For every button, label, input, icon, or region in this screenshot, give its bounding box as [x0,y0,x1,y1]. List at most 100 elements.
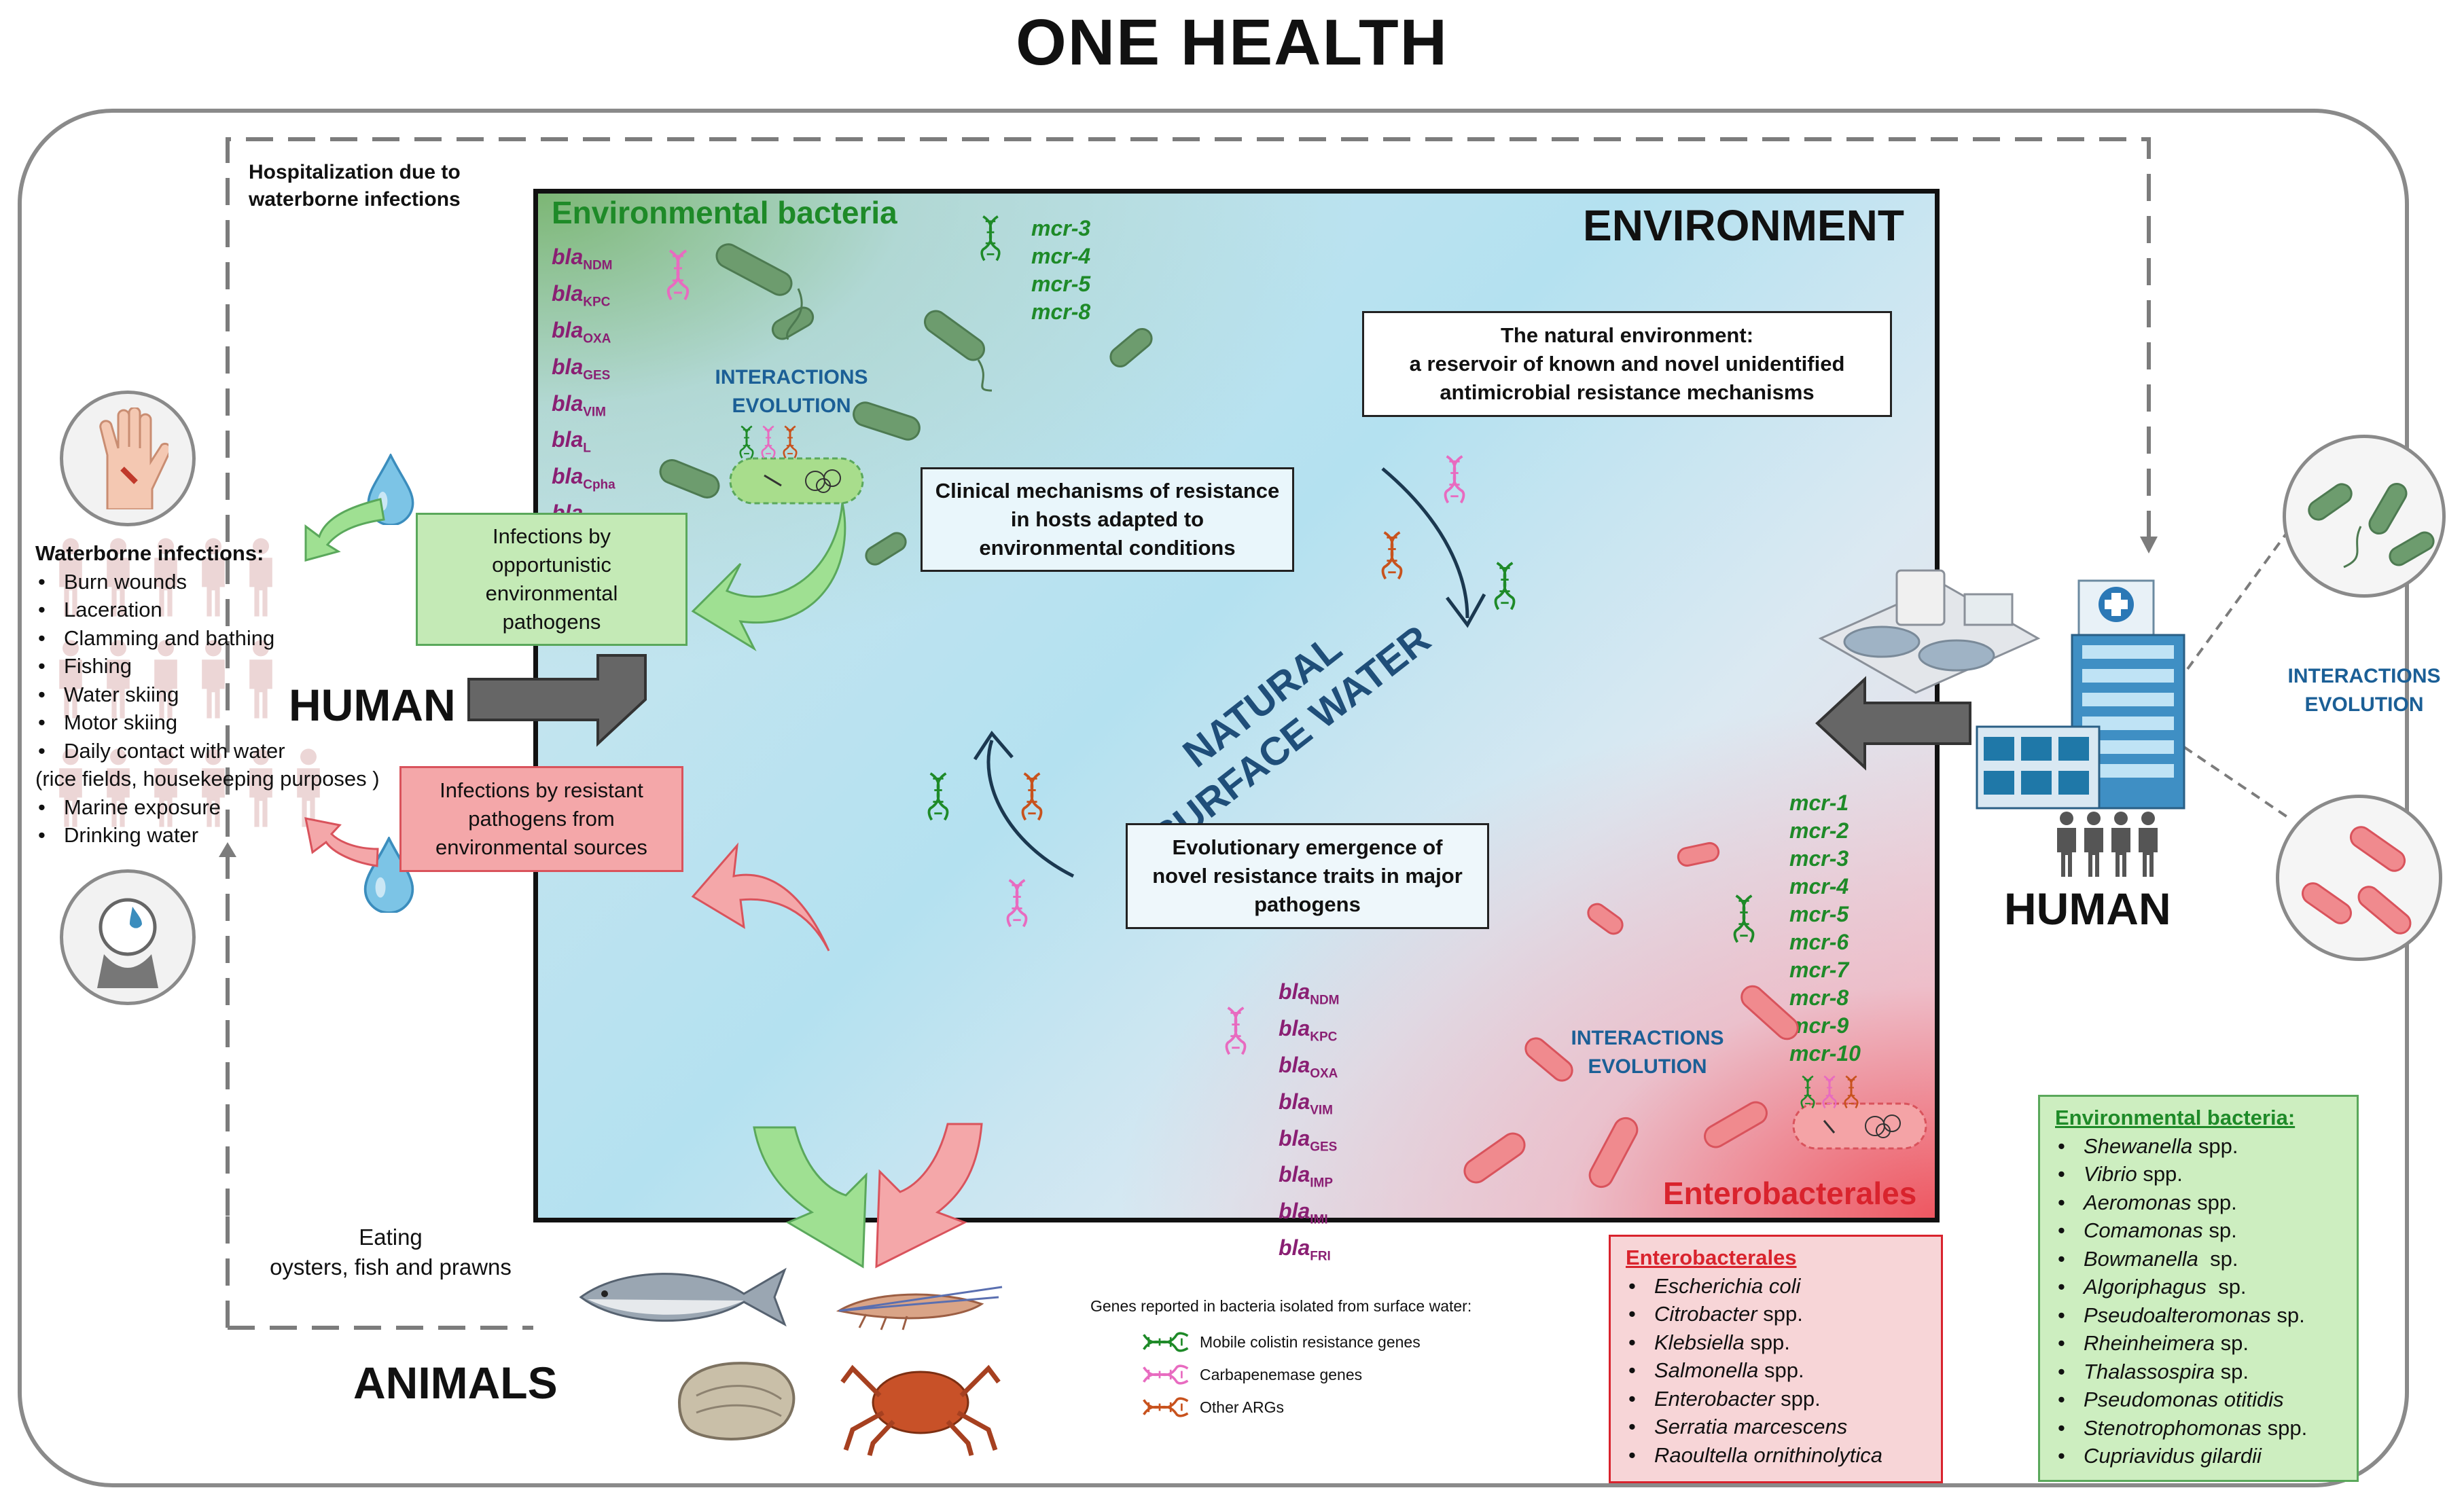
bla-gene: blaKPC [1279,1015,1338,1045]
list-item: Motor skiing [35,708,380,737]
mcr-gene: mcr-4 [1789,874,1849,899]
mcr-gene: mcr-8 [1789,985,1849,1010]
species-item: Shewanella spp. [2055,1132,2342,1161]
bla-gene: blaOXA [1279,1052,1338,1081]
legend-heading: Genes reported in bacteria isolated from… [1090,1297,1472,1315]
drinking-icon [60,869,196,1005]
bla-gene: blaVIM [1279,1089,1334,1118]
bla-gene: blaKPC [552,280,611,310]
bacteria-icon [659,243,1153,566]
mcr-gene: mcr-2 [1789,818,1849,843]
list-item: Fishing [35,652,380,681]
fish-icon [579,1267,787,1327]
env-bacteria-list-box: Environmental bacteria: Shewanella spp.V… [2038,1095,2359,1482]
enterobacterales-heading: Enterobacterales [1663,1176,1917,1211]
entero-mcr-gene-list: mcr-1 mcr-2 mcr-3 mcr-4 mcr-5 mcr-6 mcr-7 mcr-8… [1789,789,1861,1068]
species-item: Stenotrophomonas spp. [2055,1414,2342,1443]
oyster-icon [677,1362,796,1440]
list-item: Marine exposure [35,793,380,822]
prawn-icon [836,1286,1003,1330]
species-item: Escherichia coli [1626,1272,1926,1301]
mcr-gene: mcr-5 [1789,902,1849,926]
bla-gene: blaGES [552,354,611,383]
mcr-gene: mcr-3 [1031,216,1091,240]
species-item: Citrobacter spp. [1626,1300,1926,1328]
species-item: Algoriphagus sp. [2055,1273,2342,1301]
environment-heading: ENVIRONMENT [1583,201,1904,250]
reservoir-box: The natural environment:a reservoir of k… [1362,311,1892,417]
mcr-gene: mcr-8 [1031,300,1091,324]
bla-gene: blaNDM [1279,979,1340,1008]
human-right-label: HUMAN [2004,884,2171,934]
species-item: Vibrio spp. [2055,1160,2342,1189]
species-item: Enterobacter spp. [1626,1385,1926,1413]
mcr-gene: mcr-10 [1789,1041,1861,1066]
legend-item-other-args: Other ARGs [1141,1391,1421,1424]
list-item: Laceration [35,596,380,624]
species-item: Pseudoalteromonas sp. [2055,1301,2342,1330]
env-bacteria-zoom-circle [2283,435,2446,598]
list-item: Daily contact with water [35,737,380,765]
species-item: Pseudomonas otitidis [2055,1385,2342,1414]
species-item: Salmonella spp. [1626,1356,1926,1385]
enterobacterales-list-heading: Enterobacterales [1626,1246,1797,1269]
mcr-gene: mcr-7 [1789,958,1849,982]
dna-icon [1141,1362,1190,1387]
mcr-gene: mcr-4 [1031,244,1091,268]
list-item: Drinking water [35,821,380,850]
mcr-gene: mcr-9 [1789,1013,1849,1038]
mcr-gene: mcr-3 [1789,846,1849,871]
species-item: Raoultella ornithinolytica [1626,1441,1926,1470]
gene-legend: Mobile colistin resistance genes Carbape… [1141,1326,1421,1424]
dna-icon [1141,1395,1190,1419]
species-item: Comamonas sp. [2055,1216,2342,1245]
hospital-icon [1976,579,2185,810]
crab-icon [840,1364,1001,1456]
bla-gene: blaGES [1279,1125,1338,1154]
list-item: Burn wounds [35,568,380,596]
species-item: Cupriavidus gilardii [2055,1442,2342,1470]
dna-icon [1141,1330,1190,1354]
bla-gene: blaNDM [552,244,613,273]
plasmid-icon [729,457,864,505]
mcr-gene: mcr-5 [1031,272,1091,296]
entero-bacteria-zoom-circle [2276,795,2442,961]
wastewater-plant-icon [1818,569,2041,694]
list-item: Clamming and bathing [35,624,380,653]
env-mcr-gene-list: mcr-3 mcr-4 mcr-5 mcr-8 [1031,215,1090,326]
list-item: Water skiing [35,681,380,709]
mcr-gene: mcr-6 [1789,930,1849,954]
bla-gene: blaCpha [552,464,615,492]
species-item: Aeromonas spp. [2055,1189,2342,1217]
species-item: Serratia marcescens [1626,1413,1926,1441]
people-icon [2057,812,2158,877]
legend-item-mcr: Mobile colistin resistance genes [1141,1326,1421,1358]
legend-item-carbapenemase: Carbapenemase genes [1141,1358,1421,1391]
hand-wound-icon [60,391,196,526]
bla-gene: blaOXA [552,317,611,346]
env-bacteria-list-heading: Environmental bacteria: [2055,1106,2296,1129]
bla-gene: blaFRI [1279,1235,1331,1264]
enterobacterales-list-box: Enterobacterales Escherichia coliCitroba… [1609,1235,1943,1483]
human-left-label: HUMAN [289,680,456,730]
bacteria-icon [1463,841,1799,1189]
bla-gene: blaVIM [552,391,607,419]
page-title: ONE HEALTH [1016,6,1448,79]
bla-gene: blaIMP [1279,1162,1334,1191]
species-item: Bowmanella sp. [2055,1245,2342,1273]
bla-gene: blaIMI [1279,1199,1328,1227]
plasmid-icon [1792,1102,1927,1150]
mcr-gene: mcr-1 [1789,791,1849,815]
